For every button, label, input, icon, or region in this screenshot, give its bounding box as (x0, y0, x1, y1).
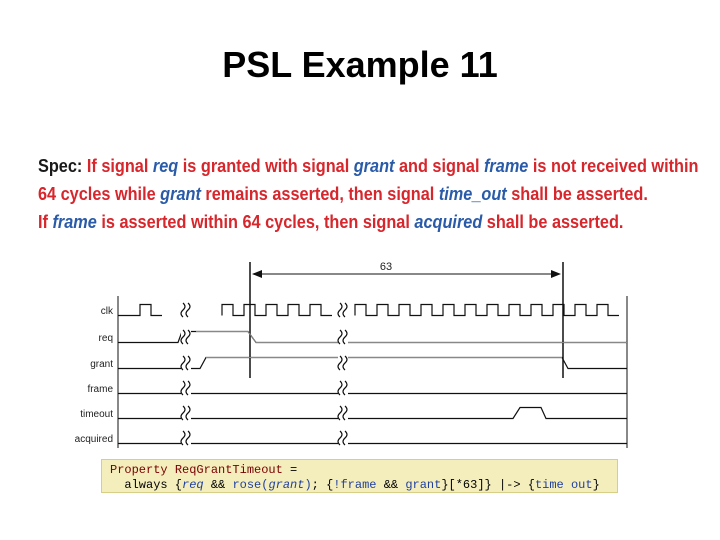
code-segment: always { (110, 478, 183, 492)
code-segment: time out (534, 478, 593, 492)
break-mark-mid-3-gap (338, 380, 348, 396)
spec-text: Spec: If signal req is granted with sign… (38, 152, 698, 236)
signal-label-grant: grant (90, 359, 113, 370)
code-segment: ReqGrantTimeout (174, 463, 283, 477)
break-mark-mid-2-a (337, 355, 343, 371)
break-mark-left-1-gap (181, 329, 191, 345)
req-waveform (118, 330, 627, 344)
signal-label-acquired: acquired (75, 434, 113, 445)
code-line-1: Property ReqGrantTimeout = (110, 463, 617, 478)
break-mark-mid-2-b (342, 355, 348, 371)
break-mark-mid-0-b (342, 302, 348, 318)
req-low-trace (196, 331, 627, 343)
code-segment: Property (110, 463, 175, 477)
spec-segment: is asserted within 64 cycles, then signa… (96, 211, 415, 232)
signal-label-timeout: timeout (80, 409, 113, 420)
code-segment: && (376, 478, 406, 492)
code-segment: req (182, 478, 204, 492)
break-mark-left-3-a (180, 380, 186, 396)
code-segment: !frame (333, 478, 377, 492)
timeout-waveform (118, 406, 627, 420)
grant-waveform (118, 356, 627, 370)
break-mark-left-4-gap (181, 405, 191, 421)
break-mark-mid-1-a (337, 329, 343, 345)
code-segment: = (282, 463, 298, 477)
break-mark-left-1-a (180, 329, 186, 345)
spec-segment: is not received within (528, 155, 699, 176)
spec-segment: acquired (414, 211, 483, 232)
break-mark-left-2-gap (181, 355, 191, 371)
break-mark-mid-4-gap (338, 405, 348, 421)
code-segment: grant (405, 478, 442, 492)
code-line-2: always {req && rose(grant); {!frame && g… (110, 478, 617, 493)
span-label: 63 (380, 261, 392, 273)
code-segment: ; { (311, 478, 334, 492)
clk-waveform (118, 303, 619, 317)
spec-segment: frame (52, 211, 97, 232)
code-segment: grant (268, 478, 305, 492)
break-mark-left-2-a (180, 355, 186, 371)
spec-segment: Spec: (38, 155, 87, 176)
break-mark-mid-3-b (342, 380, 348, 396)
break-mark-left-5-a (180, 430, 186, 446)
break-mark-left-5-b (185, 430, 191, 446)
spec-segment: and signal (394, 155, 485, 176)
break-mark-mid-5-gap (338, 430, 348, 446)
spec-line-2: 64 cycles while grant remains asserted, … (38, 180, 648, 208)
spec-segment: shall be asserted. (482, 211, 624, 232)
psl-property-code: Property ReqGrantTimeout = always {req &… (101, 459, 618, 493)
spec-segment: 64 cycles while (38, 183, 161, 204)
slide-title: PSL Example 11 (222, 44, 498, 85)
break-mark-left-1-b (185, 329, 191, 345)
break-mark-mid-2-gap (338, 355, 348, 371)
break-mark-mid-5-b (342, 430, 348, 446)
break-mark-mid-0-a (337, 302, 343, 318)
signal-label-req: req (99, 333, 113, 344)
break-mark-mid-5-a (337, 430, 343, 446)
break-mark-left-2-b (185, 355, 191, 371)
break-mark-left-3-b (185, 380, 191, 396)
code-segment: rose( (232, 478, 269, 492)
spec-line-3: If frame is asserted within 64 cycles, t… (38, 208, 628, 236)
spec-segment: frame (484, 155, 529, 176)
spec-segment: is granted with signal (178, 155, 354, 176)
break-mark-mid-0-gap (338, 302, 348, 318)
spec-segment: If (38, 211, 53, 232)
break-mark-left-0-a (180, 302, 186, 318)
span-arrow-right-head (551, 270, 561, 278)
break-mark-mid-4-a (337, 405, 343, 421)
spec-segment: remains asserted, then signal (200, 183, 439, 204)
signal-label-frame: frame (87, 384, 113, 395)
code-segment: }[*63]} |-> { (441, 478, 535, 492)
span-arrow-left-head (252, 270, 262, 278)
break-mark-mid-1-gap (338, 329, 348, 345)
code-segment: } (592, 478, 600, 492)
break-mark-mid-1-b (342, 329, 348, 345)
spec-segment: req (152, 155, 179, 176)
spec-segment: If signal (86, 155, 153, 176)
break-mark-left-0-b (185, 302, 191, 318)
spec-line-1: Spec: If signal req is granted with sign… (38, 152, 698, 180)
code-segment: && (203, 478, 233, 492)
spec-segment: time_out (438, 183, 507, 204)
spec-segment: grant (353, 155, 395, 176)
break-mark-left-3-gap (181, 380, 191, 396)
code-segment: ) (304, 478, 312, 492)
spec-segment: shall be asserted. (506, 183, 648, 204)
signal-label-clk: clk (101, 306, 114, 317)
break-mark-mid-4-b (342, 405, 348, 421)
break-mark-left-4-a (180, 405, 186, 421)
spec-segment: grant (160, 183, 201, 204)
break-mark-left-0-gap (181, 302, 191, 318)
break-mark-left-4-b (185, 405, 191, 421)
break-mark-mid-3-a (337, 380, 343, 396)
break-mark-left-5-gap (181, 430, 191, 446)
